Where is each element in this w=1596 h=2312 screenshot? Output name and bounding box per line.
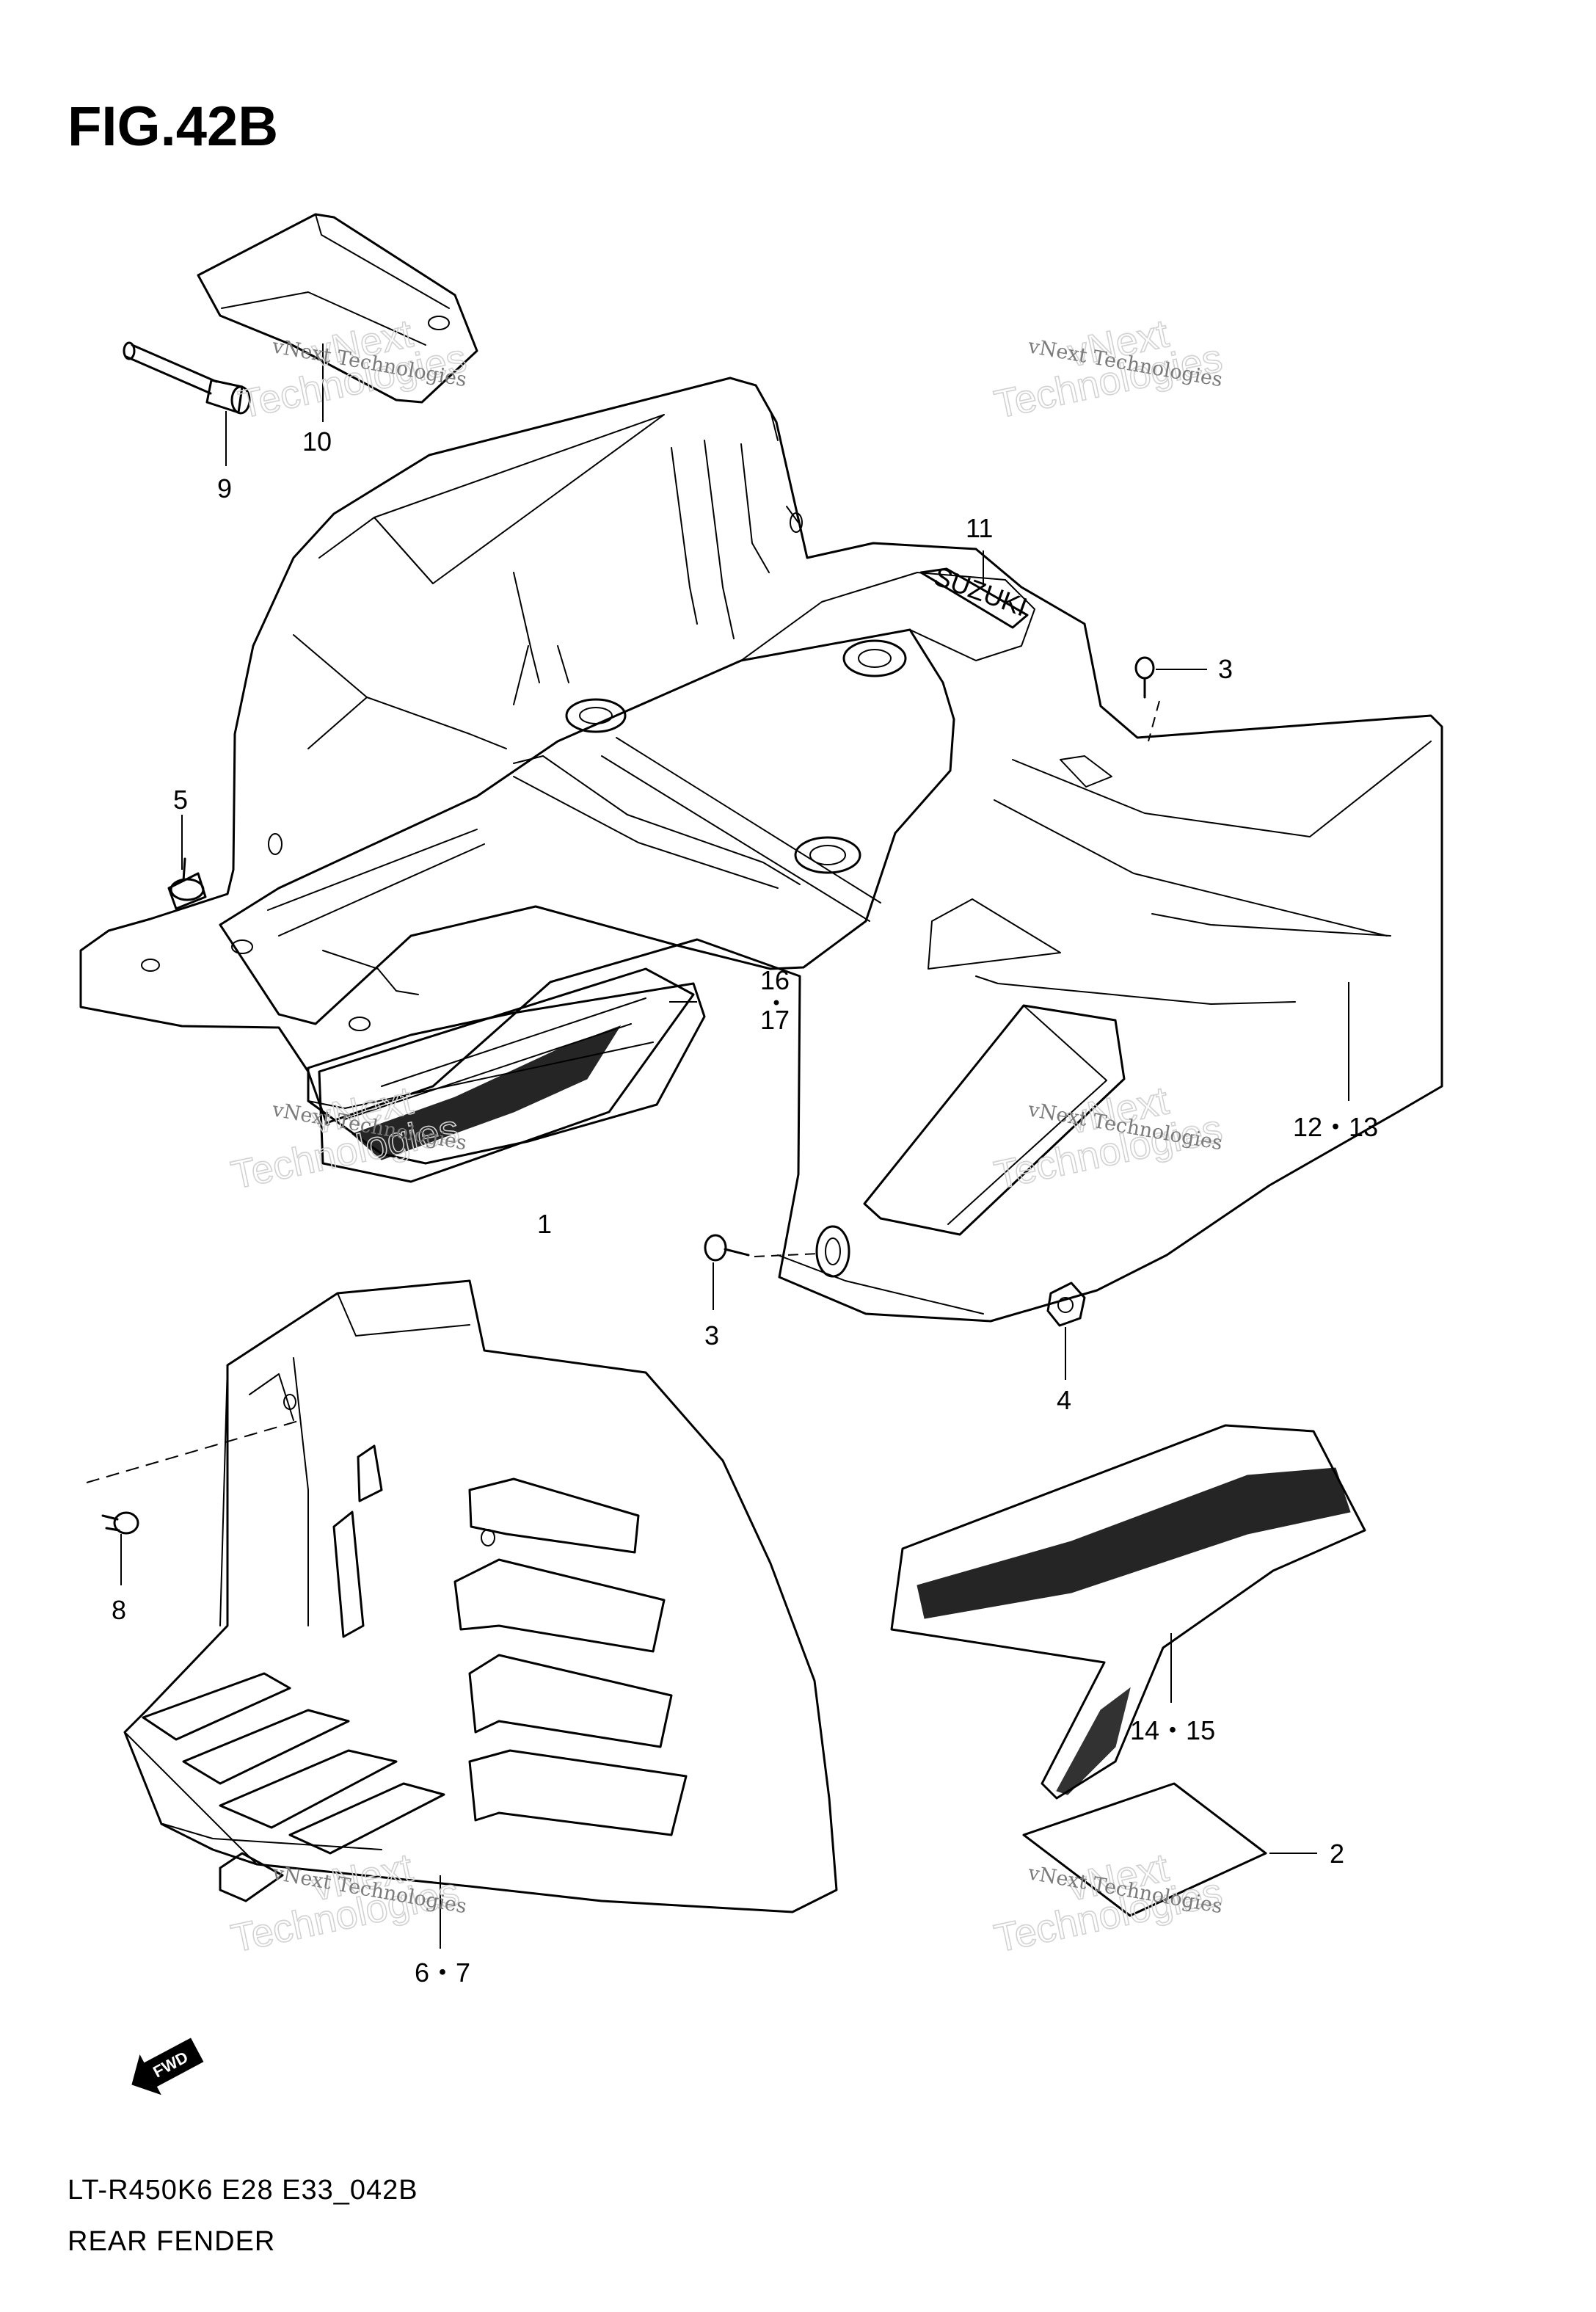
callout-2: 2 — [1330, 1839, 1344, 1869]
callout-8: 8 — [112, 1595, 126, 1625]
watermark-bottom-left: Technologies vNext vNext Technologies — [227, 1845, 468, 1962]
callout-12-13: 12・13 — [1293, 1112, 1378, 1142]
emblem-text: SUZUKI — [930, 561, 1031, 622]
callout-5: 5 — [173, 785, 188, 815]
callout-4: 4 — [1057, 1385, 1071, 1415]
watermark-middle-right: Technologies vNext vNext Technologies — [990, 1078, 1226, 1199]
part-9-pin[interactable] — [123, 341, 251, 415]
callout-3-upper: 3 — [1218, 654, 1233, 684]
part-16-17-side-decal[interactable] — [318, 967, 695, 1183]
watermark-middle-left: Technologies vNext vNext Technologies — [227, 1078, 468, 1199]
watermark-top-right: Technologies vNext vNext Technologies — [990, 311, 1226, 428]
part-3-bolt-lower[interactable] — [704, 1234, 750, 1262]
part-10-seat-pad[interactable] — [197, 213, 478, 404]
callout-3-lower: 3 — [704, 1320, 719, 1351]
figure-code: LT-R450K6 E28 E33_042B — [68, 2175, 418, 2206]
callout-1: 1 — [537, 1209, 552, 1239]
part-11-emblem[interactable]: SUZUKI — [919, 561, 1031, 629]
callout-10: 10 — [302, 426, 332, 457]
callout-17: 17 — [760, 1005, 790, 1035]
figure-name: REAR FENDER — [68, 2226, 275, 2257]
part-6-7-mud-guard[interactable] — [123, 1279, 838, 1913]
fwd-direction-badge: FWD — [131, 2037, 204, 2095]
part-5-rivet[interactable] — [167, 857, 207, 910]
figure-title: FIG.42B — [68, 95, 278, 158]
callout-9: 9 — [217, 473, 232, 504]
callout-14-15: 14・15 — [1130, 1715, 1215, 1745]
callout-16: 16 — [760, 965, 790, 995]
part-1-rear-fender[interactable] — [79, 377, 1443, 1323]
part-2-label-sheet[interactable] — [1022, 1782, 1267, 1917]
callout-6-7: 6・7 — [415, 1957, 470, 1988]
forward-arrow-icon — [131, 2037, 204, 2095]
callout-11: 11 — [966, 513, 993, 543]
part-14-15-side-decal[interactable] — [890, 1424, 1366, 1800]
part-8-screw[interactable] — [101, 1511, 139, 1535]
part-3-bolt-upper[interactable] — [1134, 656, 1155, 699]
watermark-bottom-right: Technologies vNext vNext Technologies — [990, 1845, 1226, 1962]
part-4-nut[interactable] — [1046, 1282, 1086, 1327]
